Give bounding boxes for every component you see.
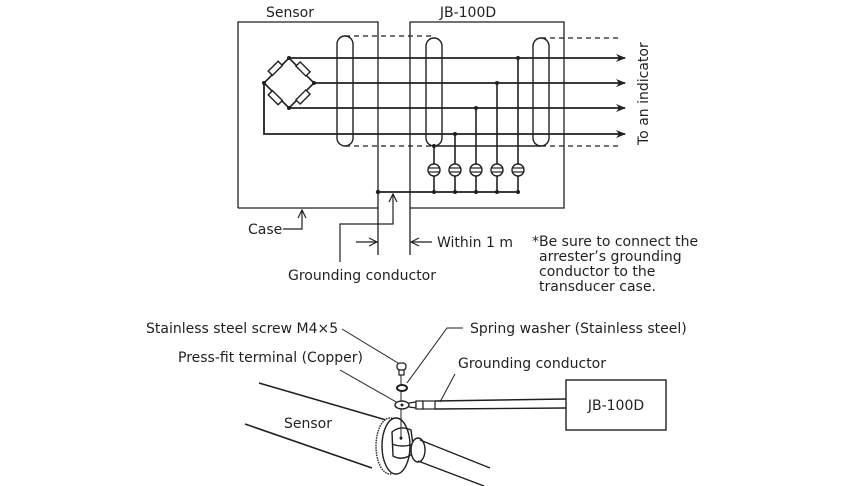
junction-box-label: JB-100D — [439, 5, 496, 21]
grounding-note: *Be sure to connect the arrester’s groun… — [532, 234, 698, 295]
arrester-icon — [427, 163, 441, 177]
output-label: To an indicator — [636, 42, 652, 146]
washer-leader — [406, 327, 463, 384]
mount-grounding-label: Grounding conductor — [458, 356, 606, 372]
grounding-cable — [434, 398, 567, 410]
screw-label: Stainless steel screw M4×5 — [146, 321, 338, 337]
terminal-label: Press-fit terminal (Copper) — [178, 350, 363, 366]
strain-gauge-bridge-icon — [262, 56, 316, 110]
cable-shield-sensor — [336, 35, 354, 147]
mount-sensor-label: Sensor — [284, 416, 332, 432]
press-fit-terminal-icon — [394, 400, 436, 410]
note-line: conductor to the — [539, 264, 655, 280]
case-leader — [283, 210, 302, 230]
note-line: *Be sure to connect the — [532, 234, 698, 250]
spring-washer-icon — [396, 384, 408, 392]
mount-grounding-leader — [439, 373, 456, 403]
arresters — [375, 56, 525, 195]
signal-line-4 — [263, 83, 626, 138]
mount-junction-box-label: JB-100D — [587, 398, 644, 414]
arrester-icon — [511, 163, 525, 177]
grounding-leader — [339, 194, 393, 262]
screw-leader — [341, 328, 399, 364]
note-line: transducer case. — [539, 279, 656, 295]
arrester-icon — [490, 163, 504, 177]
sensor-cylinder-icon — [244, 382, 491, 486]
distance-label: Within 1 m — [437, 235, 513, 251]
note-line: arrester’s grounding — [539, 249, 682, 265]
arrester-icon — [469, 163, 483, 177]
cable-shield-jb-out — [532, 37, 550, 147]
arrester-icon — [448, 163, 462, 177]
washer-label: Spring washer (Stainless steel) — [470, 321, 687, 337]
wiring-diagram: Sensor JB-100D — [237, 5, 698, 295]
grounding-conductor-label: Grounding conductor — [288, 268, 436, 284]
terminal-leader — [339, 369, 399, 404]
sensor-box-label: Sensor — [266, 5, 314, 21]
cable-shield-jb-in — [425, 37, 443, 147]
junction-box — [409, 21, 565, 255]
mounting-diagram: Stainless steel screw M4×5 Press-fit ter… — [146, 321, 687, 486]
shield-dashed-lines — [345, 35, 620, 147]
mount-junction-box — [565, 379, 667, 431]
signal-lines — [263, 54, 626, 138]
sensor-case-box — [237, 21, 379, 255]
case-label: Case — [248, 222, 282, 238]
